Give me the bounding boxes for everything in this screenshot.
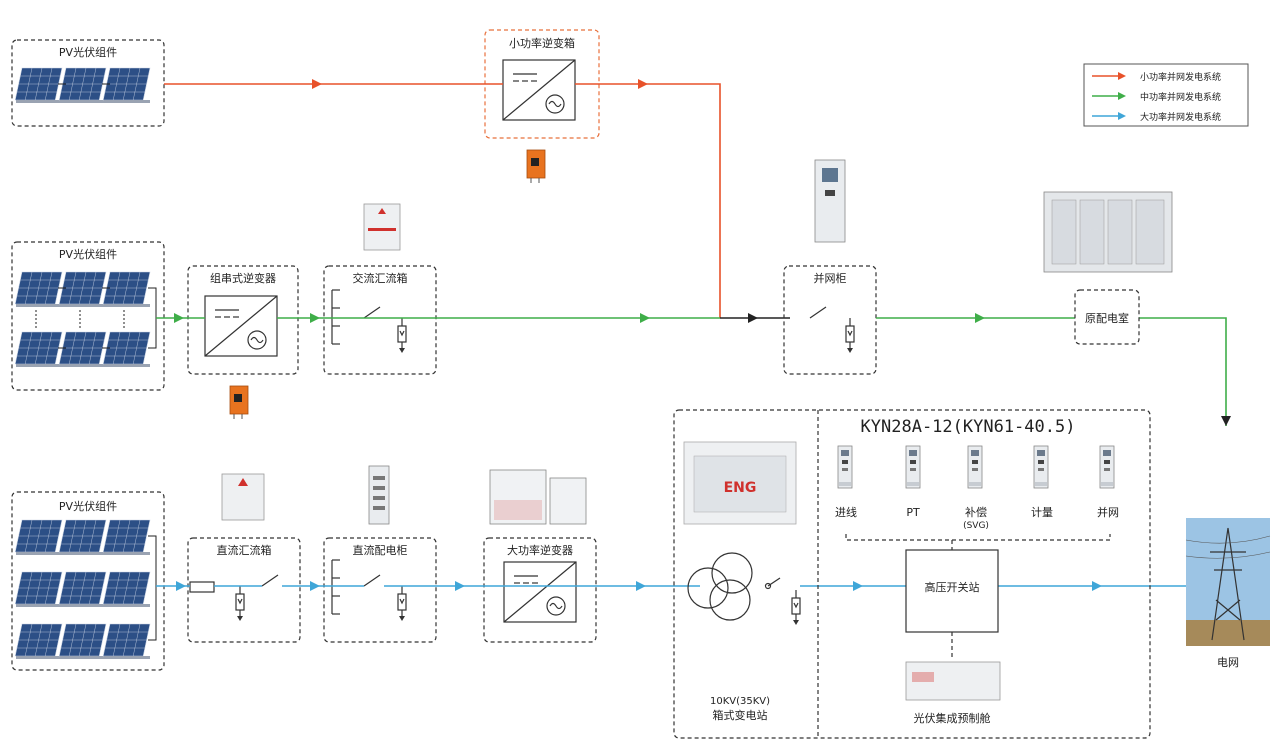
switchgear-item-3: 计量 xyxy=(1031,506,1053,519)
small-inverter-label: 小功率逆变箱 xyxy=(509,36,575,50)
legend-small: 小功率并网发电系统 xyxy=(1140,71,1221,83)
ac-combiner-label: 交流汇流箱 xyxy=(353,271,408,285)
string-inverter-label: 组串式逆变器 xyxy=(210,271,276,285)
ac-combiner-photo xyxy=(363,203,401,251)
switchgear-note: (SVG) xyxy=(963,521,989,531)
large-inverter-label: 大功率逆变器 xyxy=(507,543,573,557)
dc-combiner-label: 直流汇流箱 xyxy=(217,543,272,557)
eng-brand: ENG xyxy=(724,480,757,496)
arrow-small-1 xyxy=(312,79,322,89)
grid-tower-photo xyxy=(1185,518,1271,646)
eng-container-photo: ENG xyxy=(683,441,797,525)
legend-medium: 中功率并网发电系统 xyxy=(1140,91,1221,103)
switchgear-model: KYN28A-12(KYN61-40.5) xyxy=(861,417,1076,437)
string-inverter-box xyxy=(187,265,299,375)
power-room-box xyxy=(1074,289,1140,345)
switchgear-item-2: 补偿 xyxy=(965,505,987,519)
transformer-symbol xyxy=(687,552,781,621)
string-inverter-photo xyxy=(229,385,249,420)
legend-large: 大功率并网发电系统 xyxy=(1140,111,1221,123)
arrow-small-2 xyxy=(638,79,648,89)
prefab-label: 光伏集成预制舱 xyxy=(914,711,991,725)
dc-cabinet-label: 直流配电柜 xyxy=(353,543,408,557)
dc-cabinet-photo xyxy=(368,465,390,525)
substation-area xyxy=(673,409,1151,739)
power-room-photo xyxy=(1043,191,1173,273)
dc-combiner-photo xyxy=(221,473,265,521)
switchgear-cabinets xyxy=(837,445,1115,489)
substation-line2: 箱式变电站 xyxy=(713,708,768,722)
switchgear-item-0: 进线 xyxy=(835,505,857,519)
switchgear-item-4: 并网 xyxy=(1097,505,1119,519)
large-inverter-symbol xyxy=(503,561,577,623)
pv-box-row1 xyxy=(11,39,165,127)
small-inverter-box xyxy=(484,29,600,139)
pv-label-row2: PV光伏组件 xyxy=(59,247,117,261)
grid-label: 电网 xyxy=(1217,656,1239,669)
dc-cabinet-box xyxy=(323,537,437,643)
pv-panels-row2 xyxy=(14,271,157,368)
hv-station-label: 高压开关站 xyxy=(925,580,980,594)
substation-line1: 10KV(35KV) xyxy=(710,696,770,707)
large-inverter-box xyxy=(483,537,597,643)
small-inverter-symbol xyxy=(502,59,576,121)
switchgear-item-1: PT xyxy=(906,506,920,519)
hv-station-box xyxy=(905,549,999,633)
pv-box-row2 xyxy=(11,241,165,391)
pv-panels-row1 xyxy=(14,67,151,104)
wire-small-2 xyxy=(575,83,721,318)
pv-label-row1: PV光伏组件 xyxy=(59,45,117,59)
ac-combiner-box xyxy=(323,265,437,375)
large-inverter-photo xyxy=(489,469,587,525)
prefab-photo xyxy=(905,661,1001,701)
string-inverter-symbol xyxy=(204,295,278,357)
dc-combiner-box xyxy=(187,537,301,643)
pv-panels-row3 xyxy=(14,519,157,660)
power-room-label: 原配电室 xyxy=(1085,311,1129,325)
pv-box-row3 xyxy=(11,491,165,671)
grid-cabinet-label: 并网柜 xyxy=(814,271,847,285)
grid-cabinet-photo xyxy=(814,159,846,243)
small-inverter-photo xyxy=(526,149,546,184)
pv-label-row3: PV光伏组件 xyxy=(59,499,117,513)
